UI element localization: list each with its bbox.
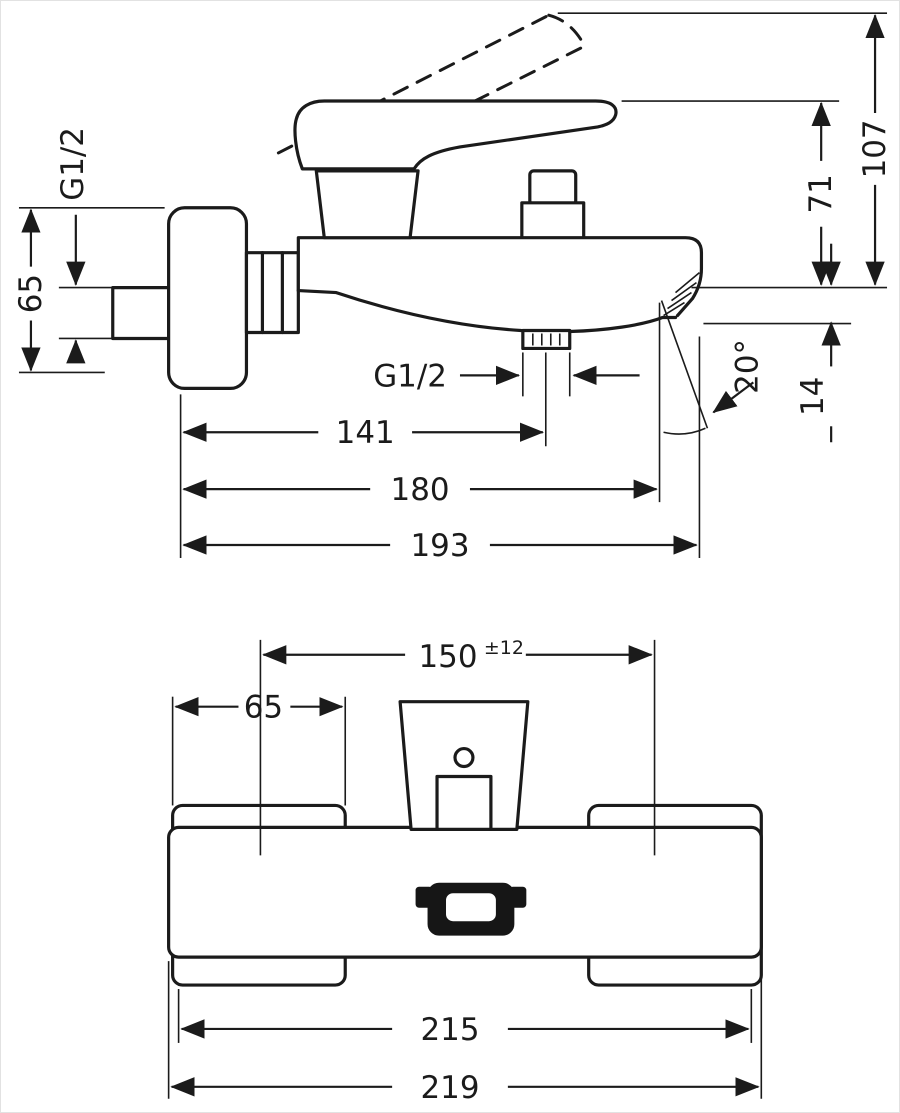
dimension-14: 14 bbox=[703, 243, 852, 443]
temperature-dot-icon bbox=[453, 746, 475, 769]
union-nut bbox=[244, 251, 300, 335]
dimension-219: 219 bbox=[167, 961, 763, 1106]
diverter-pull-front bbox=[415, 882, 527, 936]
dim-label-71: 71 bbox=[803, 174, 839, 213]
dim-label-20deg: 20° bbox=[729, 339, 765, 394]
dimension-215: 215 bbox=[177, 989, 753, 1048]
dimension-65-height: 65 bbox=[13, 206, 165, 374]
side-view: G1/2 65 107 71 14 bbox=[13, 12, 893, 564]
dimension-20deg: 20° bbox=[660, 300, 765, 435]
dim-label-g12-wall: G1/2 bbox=[55, 127, 91, 201]
dimension-65-width: 65 bbox=[171, 690, 347, 806]
dimension-g12-wall: G1/2 bbox=[55, 127, 113, 364]
dimension-141: 141 bbox=[179, 352, 547, 558]
dimension-180: 180 bbox=[182, 302, 661, 508]
dimension-193: 193 bbox=[182, 336, 701, 564]
dim-label-107: 107 bbox=[857, 119, 893, 178]
dim-label-65-width: 65 bbox=[244, 690, 283, 726]
diverter-knob-side bbox=[520, 169, 586, 242]
dim-label-150-tolerance: ±12 bbox=[484, 637, 524, 659]
lever-handle-front bbox=[398, 700, 530, 831]
spout-underside-tip bbox=[568, 315, 678, 334]
dim-label-65-height: 65 bbox=[13, 274, 49, 313]
dimension-g12-spout: G1/2 bbox=[373, 352, 640, 397]
spout-outlet-hatch bbox=[663, 272, 700, 317]
dim-label-14: 14 bbox=[795, 377, 831, 416]
wall-flange bbox=[167, 206, 249, 390]
dim-label-150: 150 bbox=[418, 639, 477, 675]
dimension-107: 107 bbox=[557, 12, 893, 289]
dim-label-193: 193 bbox=[411, 528, 470, 564]
spout-underside bbox=[296, 288, 523, 333]
dim-label-180: 180 bbox=[391, 472, 450, 508]
cartridge-cap bbox=[314, 169, 420, 240]
dimension-71: 71 bbox=[621, 100, 839, 286]
dim-label-215: 215 bbox=[420, 1012, 479, 1048]
dimension-150: 150 ±12 bbox=[259, 637, 656, 856]
dim-label-219: 219 bbox=[420, 1070, 479, 1106]
lever-handle-side bbox=[293, 99, 618, 171]
dim-label-g12-spout: G1/2 bbox=[373, 358, 447, 394]
front-view: 150 ±12 65 215 219 bbox=[167, 637, 763, 1106]
inlet-nipple bbox=[111, 286, 171, 341]
dim-label-141: 141 bbox=[336, 415, 395, 451]
mixer-body-spout-top bbox=[296, 236, 704, 318]
aerator bbox=[521, 328, 572, 351]
